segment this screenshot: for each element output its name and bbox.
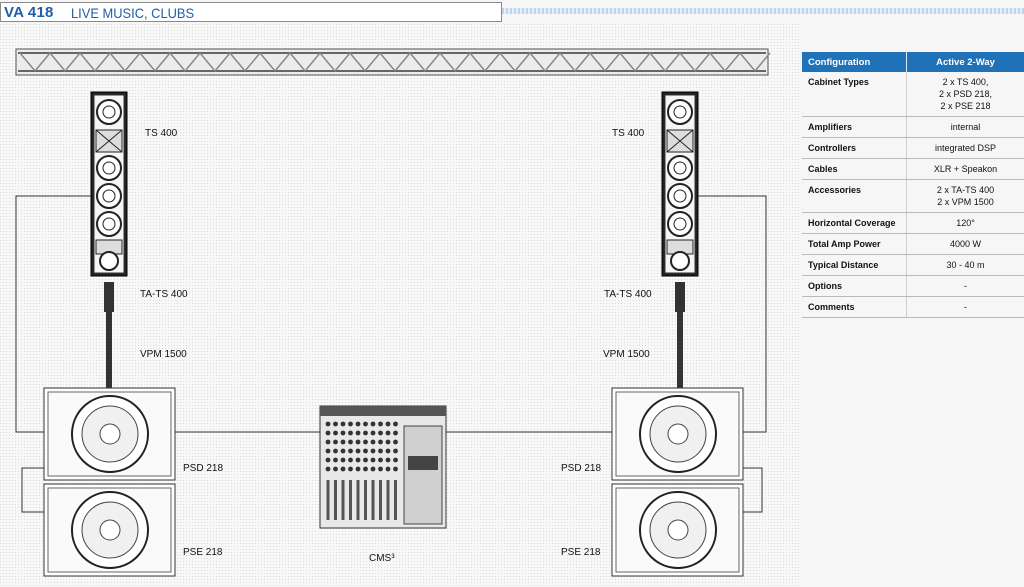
spec-value: 120°: [906, 212, 1024, 234]
label-left-pse218: PSE 218: [183, 547, 223, 558]
cms3-mixer: [319, 405, 447, 529]
spec-value: 4000 W: [906, 233, 1024, 255]
spec-header-row: Configuration Active 2-Way: [802, 52, 1024, 72]
spec-key: Accessories: [802, 179, 907, 213]
spec-key: Controllers: [802, 137, 907, 159]
label-right-pse218: PSE 218: [561, 547, 601, 558]
system-title: LIVE MUSIC, CLUBS: [71, 5, 195, 21]
right-psd218-sub: [611, 387, 744, 481]
spec-value: 2 x TS 400, 2 x PSD 218, 2 x PSE 218: [906, 72, 1024, 117]
right-ta-ts400-adapter: [675, 282, 685, 312]
right-ts400-speaker: [661, 91, 699, 277]
label-mixer: CMS³: [369, 553, 395, 564]
spec-value: internal: [906, 116, 1024, 138]
label-left-psd218: PSD 218: [183, 463, 223, 474]
spec-key: Horizontal Coverage: [802, 212, 907, 234]
label-right-vpm1500: VPM 1500: [603, 349, 650, 360]
spec-value: XLR + Speakon: [906, 158, 1024, 180]
spec-header-key: Configuration: [802, 52, 907, 72]
spec-key: Cabinet Types: [802, 72, 907, 117]
spec-key: Typical Distance: [802, 254, 907, 276]
label-right-ta-ts400: TA-TS 400: [604, 289, 652, 300]
left-ts400-speaker: [90, 91, 128, 277]
spec-header-value: Active 2-Way: [906, 52, 1024, 72]
left-pse218-sub: [43, 483, 176, 577]
right-pse218-sub: [611, 483, 744, 577]
spec-key: Amplifiers: [802, 116, 907, 138]
system-code: VA 418: [4, 4, 54, 21]
label-right-psd218: PSD 218: [561, 463, 601, 474]
label-left-vpm1500: VPM 1500: [140, 349, 187, 360]
spec-row: Options-: [802, 275, 1024, 297]
cabling: [15, 195, 767, 513]
right-vpm1500-pole: [677, 312, 683, 392]
right-speaker-stack: [611, 91, 744, 577]
truss: [15, 48, 771, 76]
label-left-ta-ts400: TA-TS 400: [140, 289, 188, 300]
left-speaker-stack: [43, 91, 176, 577]
title-bar: VA 418 LIVE MUSIC, CLUBS: [0, 2, 502, 22]
spec-value: integrated DSP: [906, 137, 1024, 159]
spec-value: 30 - 40 m: [906, 254, 1024, 276]
setup-diagram: TS 400 TA-TS 400 VPM 1500 PSD 218 PSE 21…: [0, 24, 800, 587]
spec-row: Comments-: [802, 296, 1024, 318]
spec-key: Cables: [802, 158, 907, 180]
spec-value: 2 x TA-TS 400 2 x VPM 1500: [906, 179, 1024, 213]
spec-value: -: [906, 275, 1024, 297]
label-right-ts400: TS 400: [612, 128, 645, 139]
label-left-ts400: TS 400: [145, 128, 178, 139]
left-vpm1500-pole: [106, 312, 112, 392]
spec-table: Configuration Active 2-Way Cabinet Types…: [802, 52, 1024, 318]
spec-key: Total Amp Power: [802, 233, 907, 255]
left-psd218-sub: [43, 387, 176, 481]
spec-value: -: [906, 296, 1024, 318]
spec-key: Comments: [802, 296, 907, 318]
spec-key: Options: [802, 275, 907, 297]
left-ta-ts400-adapter: [104, 282, 114, 312]
header-stripe: [502, 8, 1024, 14]
